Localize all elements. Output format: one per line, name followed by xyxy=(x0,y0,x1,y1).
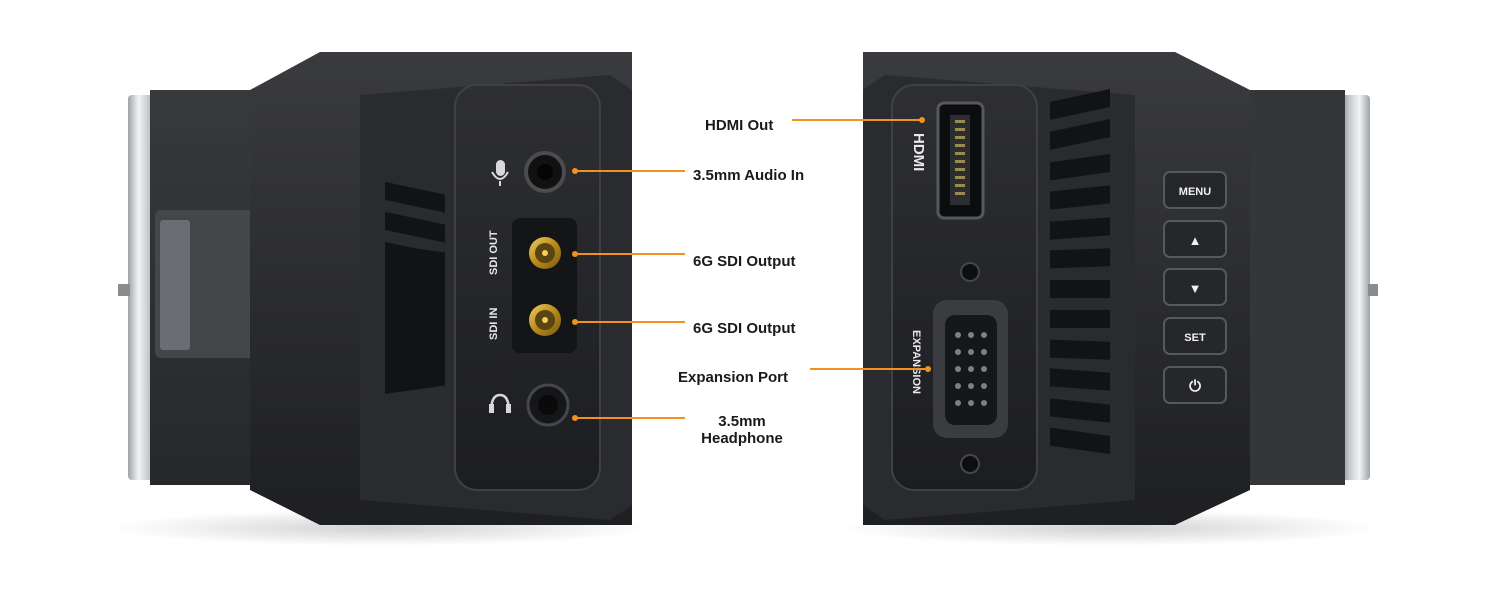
microphone-icon xyxy=(491,160,509,186)
down-arrow-icon: ▼ xyxy=(1189,281,1202,296)
set-button[interactable] xyxy=(1163,317,1227,355)
left-camera: SDI OUT SDI IN xyxy=(110,52,650,546)
sdi-out-connector xyxy=(529,237,561,269)
menu-button[interactable] xyxy=(1163,171,1227,209)
hdmi-port xyxy=(936,101,985,220)
power-button[interactable] xyxy=(1163,366,1227,404)
callout-audio-in: 3.5mm Audio In xyxy=(693,167,805,184)
expansion-label: EXPANSION xyxy=(910,330,922,394)
up-arrow-icon: ▲ xyxy=(1189,233,1202,248)
vent-grille-right xyxy=(1050,89,1110,455)
lens-mount-ring-right xyxy=(1340,95,1370,480)
callout-headphone-line2: Headphone xyxy=(701,430,783,447)
down-button[interactable] xyxy=(1163,268,1227,306)
sdi-out-label: SDI OUT xyxy=(488,230,500,275)
callout-sdi-output-1: 6G SDI Output xyxy=(693,253,796,270)
sdi-in-connector xyxy=(529,304,561,336)
power-icon: ⏻ xyxy=(1189,378,1201,395)
expansion-port xyxy=(933,300,1008,438)
sdi-in-label: SDI IN xyxy=(488,308,500,340)
set-button-label: SET xyxy=(1184,332,1206,344)
callout-hdmi-out: HDMI Out xyxy=(705,117,774,134)
callout-sdi-output-2: 6G SDI Output xyxy=(693,320,796,337)
up-button[interactable] xyxy=(1163,220,1227,258)
vent-grille-left xyxy=(385,181,445,394)
right-camera: HDMI EXPANSION MENU ▲ ▼ S xyxy=(840,52,1380,546)
hdmi-logo-label: HDMI xyxy=(910,133,927,171)
callout-headphone: 3.5mm Headphone xyxy=(690,413,794,447)
callout-headphone-line1: 3.5mm xyxy=(718,413,766,430)
menu-button-label: MENU xyxy=(1179,186,1211,198)
leader-lines xyxy=(572,117,931,421)
callout-expansion-port: Expansion Port xyxy=(678,369,789,386)
control-buttons: MENU ▲ ▼ SET ⏻ xyxy=(1163,171,1227,404)
headphone-icon xyxy=(489,393,511,413)
